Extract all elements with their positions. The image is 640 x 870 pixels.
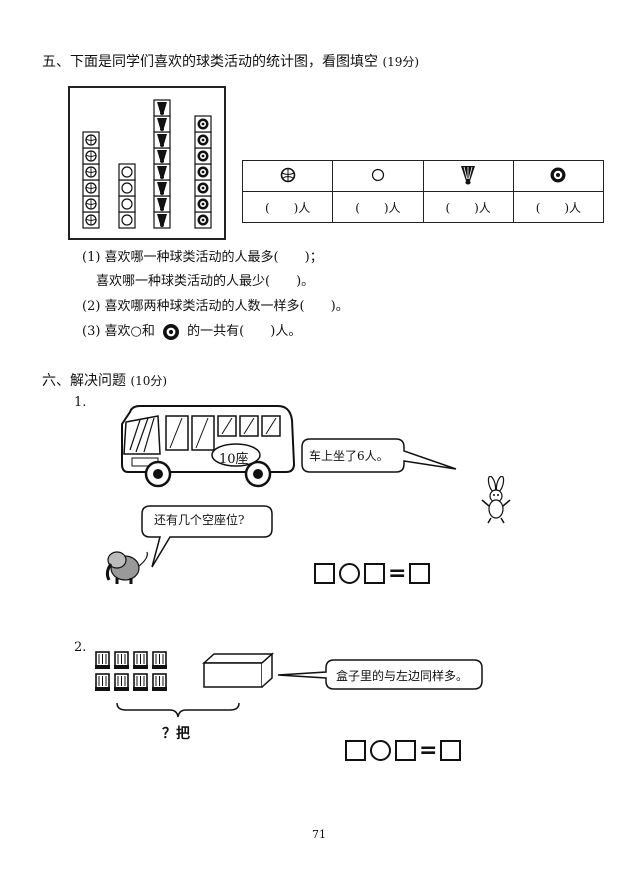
question-3-post: 的一共有( )人。 bbox=[187, 324, 302, 339]
answer-cell[interactable]: ( )人 bbox=[332, 191, 424, 223]
basketball-icon bbox=[82, 195, 100, 213]
badminton-icon bbox=[153, 147, 171, 165]
basketball-icon bbox=[82, 211, 100, 229]
operator-circle[interactable] bbox=[370, 740, 391, 761]
basketball-icon bbox=[82, 131, 100, 149]
answer-box[interactable] bbox=[395, 740, 416, 761]
badminton-icon bbox=[153, 211, 171, 229]
badminton-icon bbox=[153, 99, 171, 117]
football-icon bbox=[194, 163, 212, 181]
brush-icon bbox=[95, 673, 110, 691]
page-number: 71 bbox=[312, 828, 326, 841]
football-icon bbox=[194, 147, 212, 165]
bus-sign: 10座 bbox=[219, 452, 249, 467]
equals-sign: = bbox=[388, 561, 407, 586]
rabbit-illustration bbox=[481, 476, 511, 524]
table-cell-football bbox=[512, 160, 605, 192]
table-cell-ring bbox=[332, 160, 424, 192]
bubble-1-text: 车上坐了6人。 bbox=[309, 449, 389, 463]
equals-sign: = bbox=[419, 738, 438, 763]
question-3: (3) 喜欢○和 的一共有( )人。 bbox=[82, 320, 301, 341]
ring-icon bbox=[118, 179, 136, 197]
section5-heading: 五、下面是同学们喜欢的球类活动的统计图，看图填空 (19分) bbox=[42, 51, 419, 71]
brush-icon bbox=[133, 651, 148, 669]
speech-bubble-1 bbox=[301, 438, 457, 473]
speech-bubble-2 bbox=[141, 505, 273, 568]
basketball-icon bbox=[82, 163, 100, 181]
problem-1-number: 1. bbox=[74, 395, 87, 410]
pictograph-frame bbox=[68, 86, 226, 240]
question-2: (2) 喜欢哪两种球类活动的人数一样多( )。 bbox=[82, 299, 349, 314]
question-1a: (1) 喜欢哪一种球类活动的人最多( )； bbox=[82, 250, 323, 265]
section5-score: (19分) bbox=[382, 55, 420, 69]
basketball-icon bbox=[280, 167, 295, 182]
brush-icon bbox=[133, 673, 148, 691]
brush-icon bbox=[114, 673, 129, 691]
football-icon bbox=[550, 167, 566, 182]
brush-icon bbox=[114, 651, 129, 669]
badminton-icon bbox=[153, 179, 171, 197]
box-illustration bbox=[202, 652, 274, 688]
question-3-pre: (3) 喜欢○和 bbox=[82, 324, 155, 339]
answer-cell[interactable]: ( )人 bbox=[422, 191, 514, 223]
badminton-icon bbox=[153, 131, 171, 149]
brush-group bbox=[95, 651, 167, 691]
table-icon-row bbox=[241, 160, 605, 192]
ring-icon bbox=[118, 211, 136, 229]
section6-score: (10分) bbox=[130, 374, 168, 388]
ring-icon bbox=[118, 195, 136, 213]
brush-icon bbox=[95, 651, 110, 669]
brush-icon bbox=[152, 673, 167, 691]
brace-label: ？把 bbox=[162, 726, 190, 742]
answer-box[interactable] bbox=[409, 563, 431, 584]
pictograph bbox=[82, 99, 212, 229]
badminton-icon bbox=[153, 195, 171, 213]
bus-illustration bbox=[121, 405, 296, 488]
answer-box[interactable] bbox=[440, 740, 462, 761]
equation-1: = bbox=[314, 561, 431, 586]
badminton-icon bbox=[153, 115, 171, 133]
table-cell-badminton bbox=[422, 160, 514, 192]
bubble-3-text: 盒子里的与左边同样多。 bbox=[336, 669, 469, 683]
table-cell-basketball bbox=[241, 160, 334, 192]
equation-2: = bbox=[345, 738, 462, 763]
football-icon bbox=[194, 115, 212, 133]
basketball-icon bbox=[82, 147, 100, 165]
answer-cell[interactable]: ( )人 bbox=[512, 191, 605, 223]
badminton-icon bbox=[153, 163, 171, 181]
ring-icon bbox=[118, 163, 136, 181]
answer-cell[interactable]: ( )人 bbox=[241, 191, 334, 223]
football-icon bbox=[194, 131, 212, 149]
badminton-icon bbox=[461, 165, 476, 184]
section5-title: 五、下面是同学们喜欢的球类活动的统计图，看图填空 bbox=[42, 54, 378, 70]
football-icon bbox=[163, 323, 180, 340]
speech-bubble-3 bbox=[277, 659, 483, 690]
brace bbox=[116, 702, 240, 718]
basketball-icon bbox=[82, 179, 100, 197]
table-answer-row: ( )人 ( )人 ( )人 ( )人 bbox=[241, 191, 605, 223]
bubble-2-text: 还有几个空座位? bbox=[154, 513, 245, 527]
football-icon bbox=[194, 211, 212, 229]
answer-box[interactable] bbox=[345, 740, 366, 761]
answer-box[interactable] bbox=[314, 563, 335, 584]
question-1b: 喜欢哪一种球类活动的人最少( )。 bbox=[96, 274, 315, 289]
operator-circle[interactable] bbox=[339, 563, 360, 584]
answer-box[interactable] bbox=[364, 563, 385, 584]
elephant-illustration bbox=[105, 551, 148, 584]
brush-icon bbox=[152, 651, 167, 669]
tally-table: ( )人 ( )人 ( )人 ( )人 bbox=[241, 160, 605, 223]
football-icon bbox=[194, 195, 212, 213]
problem-2-number: 2. bbox=[74, 640, 87, 655]
section6-heading: 六、解决问题 (10分) bbox=[42, 370, 167, 390]
football-icon bbox=[194, 179, 212, 197]
section6-title: 六、解决问题 bbox=[42, 373, 126, 389]
ring-icon bbox=[371, 168, 384, 181]
